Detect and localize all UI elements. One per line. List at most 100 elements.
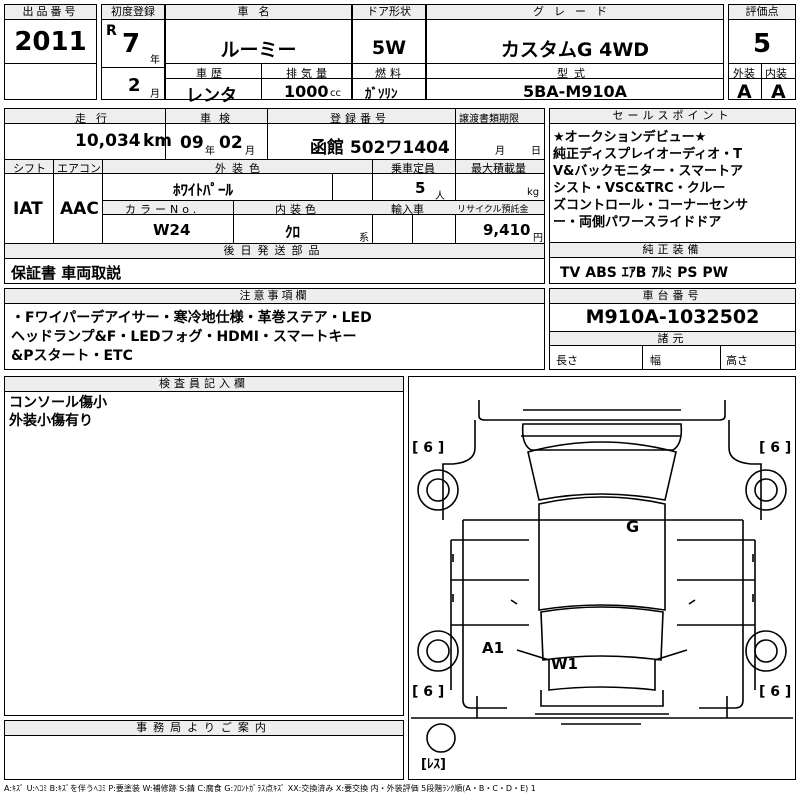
details-header-row-1 xyxy=(5,109,544,124)
tire-front-right: [ 6 ] xyxy=(759,440,792,456)
lot-box: 出品番号 2011 xyxy=(4,4,97,100)
grade: カスタムG 4WD xyxy=(500,39,650,61)
spec-label: 諸元 xyxy=(550,332,795,346)
notes-line: &Pスタート・ETC xyxy=(11,348,133,364)
recycle-unit: 円 xyxy=(533,233,543,244)
color-no: W24 xyxy=(153,221,191,239)
load-unit: kg xyxy=(527,187,540,198)
sales-point-line: ー・両側パワースライドドア xyxy=(553,215,722,230)
capacity-label: 乗車定員 xyxy=(391,162,435,175)
sales-point-line: V&バックモニター・スマートア xyxy=(553,164,744,179)
exterior-grade: A xyxy=(737,81,752,103)
inspection-year: 09 xyxy=(180,133,204,153)
ac: AAC xyxy=(60,199,99,219)
score: 5 xyxy=(752,29,772,59)
history-label: 車歴 xyxy=(196,67,226,80)
displacement-unit: cc xyxy=(330,88,341,99)
displacement: 1000 xyxy=(284,82,329,101)
car-diagram-box: [ 6 ] [ 6 ] [ 6 ] [ 6 ] [ﾚｽ] G A1 W1 xyxy=(408,376,796,780)
fuel: ｶﾞｿﾘﾝ xyxy=(365,87,398,102)
inspector-box: 検査員記入欄 コンソール傷小 外装小傷有り xyxy=(4,376,404,716)
chassis-box: 車台番号 M910A-1032502 諸元 長さ 幅 高さ xyxy=(549,288,796,370)
score-label: 評価点 xyxy=(729,5,795,20)
interior-color-unit: 系 xyxy=(359,233,369,244)
mileage: 10,034 xyxy=(75,131,141,151)
chassis-number: M910A-1032502 xyxy=(585,306,760,328)
car-name-label: 車名 xyxy=(166,5,351,20)
sales-point-line: ★オークションデビュー★ xyxy=(553,130,707,145)
first-registration-box: 初度登録 R 7 年 2 月 xyxy=(101,4,165,100)
length-label: 長さ xyxy=(556,354,578,367)
notes-line: ・Fワイパーデアイサー・寒冷地仕様・革巻ステア・LED xyxy=(11,310,372,326)
load-label: 最大積載量 xyxy=(471,162,526,175)
transfer-day-unit: 日 xyxy=(531,146,541,157)
grade-label: グレード xyxy=(427,5,723,20)
model-label: 型式 xyxy=(557,67,591,80)
height-label: 高さ xyxy=(726,354,748,367)
shift-label: シフト xyxy=(13,162,46,175)
reg-month: 2 xyxy=(128,75,141,96)
door-box: ドア形状 5W 燃料 ｶﾞｿﾘﾝ xyxy=(352,4,426,102)
transfer-label: 譲渡書類期限 xyxy=(459,114,519,125)
color-label: 外装色 xyxy=(215,162,266,175)
inspector-line: 外装小傷有り xyxy=(9,413,93,429)
car-name-box: 車名 ルーミー 車歴 排気量 レンタ 1000 cc xyxy=(165,4,352,106)
displacement-label: 排気量 xyxy=(286,67,331,80)
office-box: 事務局よりご案内 xyxy=(4,720,404,780)
transfer-month-unit: 月 xyxy=(495,146,505,157)
damage-mark-a1: A1 xyxy=(482,639,505,657)
month-unit: 月 xyxy=(150,89,160,100)
mileage-label: 走行 xyxy=(75,112,117,125)
mileage-unit: km xyxy=(143,131,173,151)
reg-year: 7 xyxy=(122,29,141,59)
door: 5W xyxy=(371,37,407,59)
equipment-label: 純正装備 xyxy=(550,243,795,258)
capacity: 5 xyxy=(415,179,426,197)
inspection-month-unit: 月 xyxy=(245,146,255,157)
tire-rear-left: [ 6 ] xyxy=(412,684,445,700)
color: ﾎﾜｲﾄﾊﾟｰﾙ xyxy=(173,181,234,199)
year-unit: 年 xyxy=(150,55,160,66)
door-label: ドア形状 xyxy=(353,5,425,20)
sales-point-label: セールスポイント xyxy=(550,109,795,124)
interior-color: ｸﾛ xyxy=(285,223,301,241)
score-box: 評価点 5 外装 内装 A A xyxy=(728,4,796,103)
first-reg-label: 初度登録 xyxy=(102,5,164,20)
chassis-label: 車台番号 xyxy=(550,289,795,304)
tire-front-left: [ 6 ] xyxy=(412,440,445,456)
later-parts: 保証書 車両取説 xyxy=(11,264,122,282)
damage-mark-w1: W1 xyxy=(551,655,578,673)
sales-point-line: ズコントロール・コーナーセンサ xyxy=(553,198,749,213)
history: レンタ xyxy=(186,86,237,106)
inspection-year-unit: 年 xyxy=(205,146,215,157)
sales-point-line: シスト・VSC&TRC・クルー xyxy=(553,181,726,196)
details-box: 走行 車検 登録番号 譲渡書類期限 10,034 km 09 年 02 月 函館… xyxy=(4,108,545,284)
import-label: 輸入車 xyxy=(391,203,424,216)
interior-label: 内装 xyxy=(765,67,787,80)
model: 5BA-M910A xyxy=(522,82,628,101)
lot-label: 出品番号 xyxy=(5,5,96,20)
capacity-unit: 人 xyxy=(435,191,445,202)
office-label: 事務局よりご案内 xyxy=(5,721,403,736)
interior-color-label: 内装色 xyxy=(275,203,320,216)
shift: IAT xyxy=(13,199,43,219)
car-name: ルーミー xyxy=(220,39,297,61)
color-no-label: カラーNo. xyxy=(125,203,201,216)
inspector-line: コンソール傷小 xyxy=(9,395,107,411)
grade-box: グレード カスタムG 4WD 型式 5BA-M910A xyxy=(426,4,724,101)
spare-tire: [ﾚｽ] xyxy=(421,757,446,772)
inspection-label: 車検 xyxy=(200,112,238,125)
notes-label: 注意事項欄 xyxy=(5,289,544,304)
sales-point-box: セールスポイント ★オークションデビュー★ 純正ディスプレイオーディオ・T V&… xyxy=(549,108,796,284)
later-parts-label: 後日発送部品 xyxy=(5,244,544,259)
ac-label: エアコン xyxy=(57,162,101,175)
interior-grade: A xyxy=(771,81,786,103)
notes-box: 注意事項欄 ・Fワイパーデアイサー・寒冷地仕様・革巻ステア・LED ヘッドランプ… xyxy=(4,288,545,370)
tire-rear-right: [ 6 ] xyxy=(759,684,792,700)
details-header-row-3 xyxy=(103,201,544,215)
recycle: 9,410 xyxy=(483,221,531,239)
width-label: 幅 xyxy=(650,354,661,367)
legend: A:ｷｽﾞ U:ﾍｺﾐ B:ｷｽﾞを伴うﾍｺﾐ P:要塗装 W:補修跡 S:錆 … xyxy=(4,784,536,793)
car-diagram xyxy=(411,400,793,753)
exterior-label: 外装 xyxy=(733,67,755,80)
